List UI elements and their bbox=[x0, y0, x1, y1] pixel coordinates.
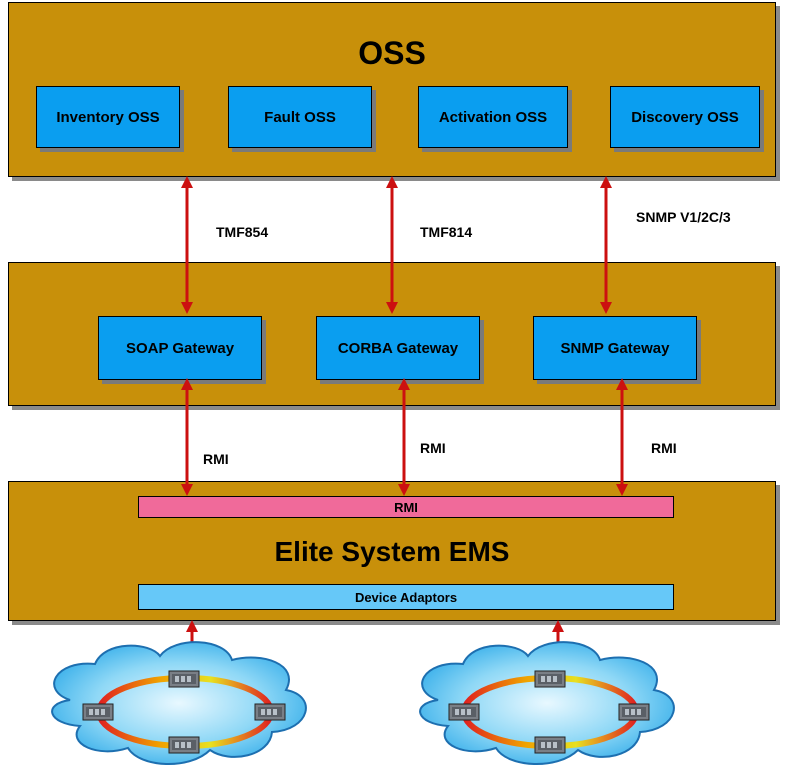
rmi-label-center: RMI bbox=[420, 440, 446, 456]
ems-title: Elite System EMS bbox=[274, 536, 510, 567]
tmf854-label: TMF854 bbox=[216, 224, 269, 240]
activation-oss-box: Activation OSS bbox=[418, 86, 568, 148]
oss-title: OSS bbox=[358, 35, 426, 71]
fault-oss-box: Fault OSS bbox=[228, 86, 372, 148]
network-device-icon bbox=[534, 670, 566, 688]
rmi-bus-bar: RMI bbox=[138, 496, 674, 518]
rmi-label-right: RMI bbox=[651, 440, 677, 456]
corba-gateway-box: CORBA Gateway bbox=[316, 316, 480, 380]
network-device-icon bbox=[448, 703, 480, 721]
network-device-icon bbox=[168, 736, 200, 754]
device-adaptors-bar: Device Adaptors bbox=[138, 584, 674, 610]
network-device-icon bbox=[82, 703, 114, 721]
inventory-oss-box: Inventory OSS bbox=[36, 86, 180, 148]
network-device-icon bbox=[254, 703, 286, 721]
network-device-icon bbox=[168, 670, 200, 688]
tmf814-label: TMF814 bbox=[420, 224, 473, 240]
snmp-version-label: SNMP V1/2C/3 bbox=[636, 209, 731, 225]
rmi-label-left: RMI bbox=[203, 451, 229, 467]
network-device-icon bbox=[618, 703, 650, 721]
snmp-gateway-box: SNMP Gateway bbox=[533, 316, 697, 380]
discovery-oss-box: Discovery OSS bbox=[610, 86, 760, 148]
network-device-icon bbox=[534, 736, 566, 754]
network-cloud-left bbox=[51, 641, 307, 766]
soap-gateway-box: SOAP Gateway bbox=[98, 316, 262, 380]
network-cloud-right bbox=[419, 641, 675, 766]
